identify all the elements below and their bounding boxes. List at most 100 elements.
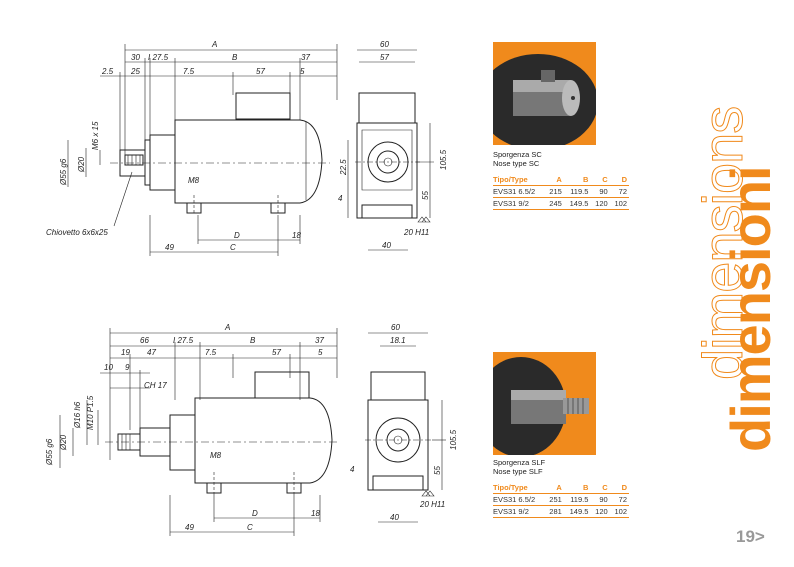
technical-drawing-top: A 30 I 27.5 B 37 2.5 25 7.5 57 5 M8 Ø55 … [46, 40, 448, 256]
spec-slf-header-d: D [609, 482, 629, 494]
side-dim-40: 40 [390, 513, 399, 522]
side-dim-4: 4 [350, 465, 355, 474]
dim-19: 19 [121, 348, 130, 357]
cell: 72 [609, 493, 629, 506]
dim-49: 49 [185, 523, 194, 532]
dim-m10: M10 P1.5 [86, 395, 95, 430]
dim-18: 18 [311, 509, 320, 518]
photo-nose-slf [493, 352, 596, 455]
side-terminal-box [370, 371, 426, 401]
cell: 245 [544, 197, 564, 210]
spec-sc-header-type: Tipo/Type [493, 174, 545, 186]
photo-nose-sc [493, 42, 596, 145]
cell: 215 [544, 185, 564, 198]
terminal-box [254, 371, 310, 399]
dim-49: 49 [165, 243, 174, 252]
dim-47: 47 [147, 348, 156, 357]
cell: 90 [590, 493, 610, 506]
dim-dia20: Ø20 [59, 434, 68, 451]
side-dim-40: 40 [382, 241, 391, 250]
side-dim-20h11: 20 H11 [419, 500, 445, 509]
dim-37: 37 [315, 336, 324, 345]
side-motor-body [356, 122, 418, 219]
dim-25: 25 [130, 67, 140, 76]
dim-A: A [211, 40, 217, 49]
spec-sc-header-b: B [563, 174, 591, 186]
cell: 119.5 [563, 185, 591, 198]
spec-table-slf: Tipo/Type A B C D EVS31 6.5/2 251 119.5 … [493, 482, 629, 518]
label-chiavetto: Chiovetto 6x6x25 [46, 228, 108, 237]
motor-body [174, 119, 323, 204]
spec-slf-header-c: C [590, 482, 610, 494]
spec-slf-header-b: B [563, 482, 591, 494]
cell: 281 [544, 505, 564, 518]
cell: 149.5 [563, 197, 591, 210]
caption-sc-it: Sporgenza SC [493, 150, 542, 159]
cell: 149.5 [563, 505, 591, 518]
title-dimensioni-solid: dimensioni [719, 166, 782, 452]
side-dim-105-5: 105.5 [449, 429, 458, 450]
side-dim-20h11: 20 H11 [403, 228, 429, 237]
flange [169, 414, 196, 471]
cell: 72 [609, 185, 629, 198]
side-dim-55: 55 [421, 191, 430, 200]
dim-B: B [250, 336, 256, 345]
cell: 102 [609, 505, 629, 518]
dim-5: 5 [318, 348, 323, 357]
dim-ch17: CH 17 [144, 381, 167, 390]
spec-table-sc: Tipo/Type A B C D EVS31 6.5/2 215 119.5 … [493, 174, 629, 210]
dim-m8: M8 [188, 176, 200, 185]
cell: EVS31 6.5/2 [493, 493, 545, 506]
dim-30: 30 [131, 53, 140, 62]
dim-7-5: 7.5 [205, 348, 217, 357]
side-dim-57: 57 [380, 53, 389, 62]
dim-9: 9 [125, 363, 130, 372]
dim-27-5: I 27.5 [173, 336, 194, 345]
dim-m8: M8 [210, 451, 222, 460]
dim-B: B [232, 53, 238, 62]
spec-sc-header-c: C [590, 174, 610, 186]
dim-D: D [234, 231, 240, 240]
table-row: EVS31 6.5/2 215 119.5 90 72 [493, 185, 629, 198]
dim-57: 57 [256, 67, 265, 76]
dim-2-5: 2.5 [101, 67, 114, 76]
dim-dia55: Ø55 g6 [59, 158, 68, 186]
page-number: 19> [736, 527, 765, 546]
side-dim-55: 55 [433, 466, 442, 475]
cell: 102 [609, 197, 629, 210]
side-dim-105-5: 105.5 [439, 149, 448, 170]
table-row: EVS31 9/2 245 149.5 120 102 [493, 197, 629, 210]
terminal-box [235, 92, 291, 120]
cell: EVS31 9/2 [493, 197, 545, 210]
cell: 120 [590, 197, 610, 210]
dim-A: A [224, 323, 230, 332]
caption-slf-en: Nose type SLF [493, 467, 543, 476]
technical-drawing-bottom: A 66 I 27.5 B 37 19 47 7.5 57 5 10 9 CH … [45, 323, 458, 536]
dim-D: D [252, 509, 258, 518]
caption-slf: Sporgenza SLF Nose type SLF [493, 458, 545, 476]
caption-sc: Sporgenza SC Nose type SC [493, 150, 542, 168]
dim-7-5: 7.5 [183, 67, 195, 76]
table-row: EVS31 9/2 281 149.5 120 102 [493, 505, 629, 518]
dim-66: 66 [140, 336, 149, 345]
spec-sc-header-d: D [609, 174, 629, 186]
caption-sc-en: Nose type SC [493, 159, 540, 168]
dim-10: 10 [104, 363, 113, 372]
flange [149, 134, 176, 191]
spec-slf-header-a: A [544, 482, 564, 494]
dim-dia55: Ø55 g6 [45, 438, 54, 466]
cell: EVS31 6.5/2 [493, 185, 545, 198]
table-row: EVS31 6.5/2 251 119.5 90 72 [493, 493, 629, 506]
side-dim-22-5: 22.5 [339, 159, 348, 176]
dim-27-5: I 27.5 [148, 53, 169, 62]
motor-body [194, 397, 333, 484]
dim-m6x15: M6 x 15 [91, 121, 100, 150]
dim-5: 5 [300, 67, 305, 76]
dim-dia20: Ø20 [77, 156, 86, 173]
caption-slf-it: Sporgenza SLF [493, 458, 546, 467]
cell: 119.5 [563, 493, 591, 506]
side-dim-60: 60 [391, 323, 400, 332]
dim-57: 57 [272, 348, 281, 357]
side-terminal-box [358, 92, 416, 124]
dim-dia16: Ø16 h6 [73, 401, 82, 429]
